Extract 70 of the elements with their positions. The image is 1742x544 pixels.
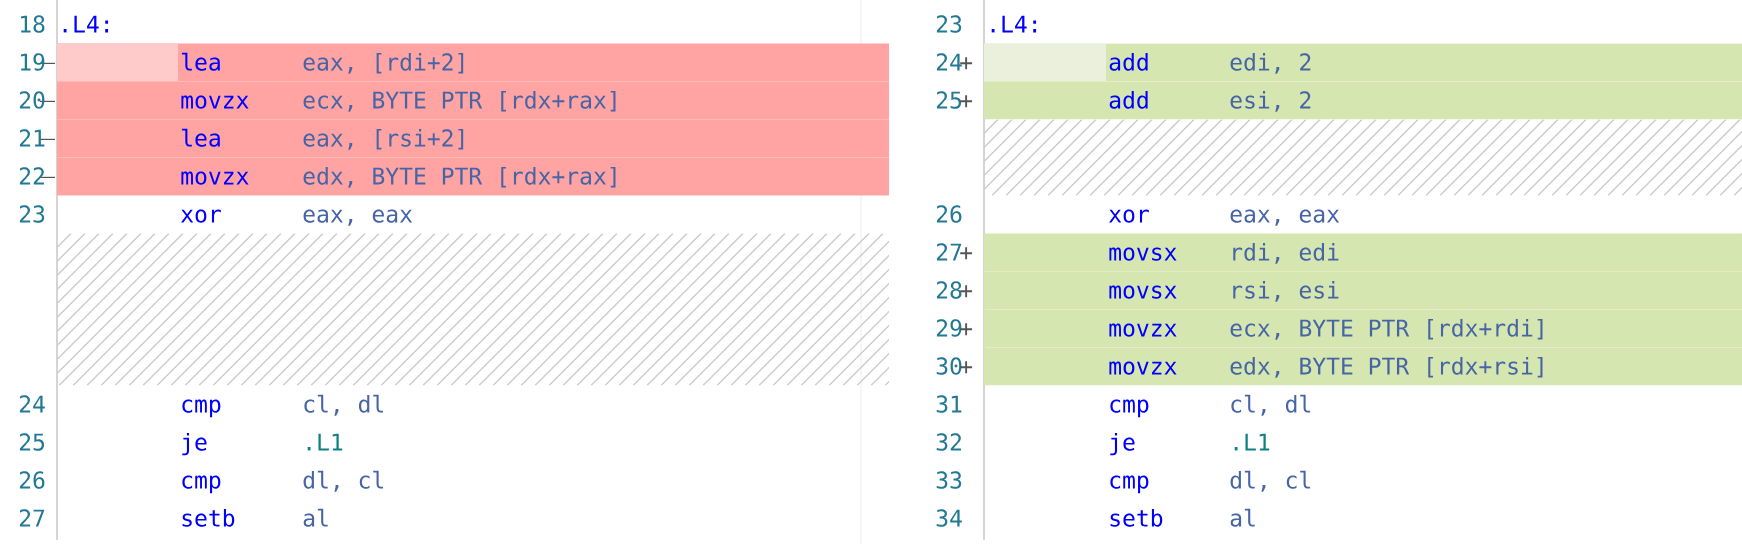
instruction-mnemonic: cmp — [1110, 475, 1149, 494]
instruction-operands: eax, [rsi+2] — [303, 128, 464, 150]
instruction-mnemonic: cmp — [182, 399, 221, 418]
jump-target: .L1 — [307, 433, 343, 451]
instruction-mnemonic: cmp — [1110, 399, 1149, 418]
instruction-operands: eax, [rdi+2] — [303, 52, 464, 74]
line-number: 24 — [936, 53, 962, 71]
line-number: 19 — [20, 53, 45, 71]
added-line-marker: + — [960, 285, 973, 298]
line-number: 25 — [936, 91, 962, 109]
instruction-mnemonic: xor — [181, 209, 221, 223]
instruction-mnemonic: movsx — [1109, 247, 1177, 261]
line-number: 26 — [936, 205, 962, 223]
line-number: 29 — [936, 319, 962, 337]
instruction-mnemonic: movzx — [1109, 323, 1177, 337]
line-number: 27 — [936, 243, 962, 261]
instruction-mnemonic: setb — [1110, 508, 1163, 527]
added-line-marker: + — [960, 247, 973, 260]
instruction-mnemonic: je — [182, 432, 207, 456]
instruction-operands: al — [1230, 508, 1255, 527]
line-number: 27 — [19, 509, 45, 527]
line-number: 24 — [19, 395, 45, 413]
instruction-operands: rsi, esi — [1233, 280, 1339, 302]
line-number: 25 — [19, 433, 45, 451]
line-number: 34 — [936, 509, 962, 527]
line-number: 28 — [936, 281, 962, 299]
added-line-marker: + — [960, 95, 973, 108]
line-number: 30 — [936, 357, 962, 375]
instruction-mnemonic: movzx — [181, 171, 249, 185]
instruction-operands: edx, BYTE PTR [rdx+rsi] — [1230, 356, 1543, 378]
jump-target: .L1 — [1234, 433, 1270, 451]
line-number: 23 — [936, 15, 962, 33]
instruction-mnemonic: add — [1109, 52, 1148, 71]
line-number: 22 — [19, 167, 44, 185]
instruction-mnemonic: cmp — [182, 475, 221, 494]
line-number: 26 — [19, 471, 45, 489]
instruction-mnemonic: lea — [182, 52, 220, 71]
instruction-operands: rdi, edi — [1233, 242, 1339, 264]
instruction-operands: cl, dl — [304, 394, 384, 416]
instruction-operands: cl, dl — [1231, 394, 1311, 416]
instruction-operands: dl, cl — [1230, 470, 1311, 492]
line-number: 23 — [19, 205, 45, 223]
line-number: 32 — [936, 433, 961, 451]
instruction-operands: eax, eax — [1230, 209, 1340, 226]
added-line-marker: + — [960, 323, 973, 336]
instruction-operands: ecx, BYTE PTR [rdx+rax] — [303, 90, 616, 112]
instruction-operands: al — [303, 508, 328, 527]
line-number: 33 — [936, 471, 962, 489]
line-number: 21 — [19, 129, 45, 147]
instruction-operands: edi, 2 — [1230, 52, 1311, 74]
line-number: 20 — [19, 91, 45, 109]
instruction-mnemonic: setb — [182, 508, 235, 527]
code-label: .L4: — [63, 15, 109, 33]
instruction-operands: edx, BYTE PTR [rdx+rax] — [303, 166, 616, 188]
instruction-operands: dl, cl — [303, 470, 384, 492]
instruction-mnemonic: movzx — [1109, 361, 1177, 375]
instruction-mnemonic: je — [1110, 432, 1135, 456]
code-label: .L4: — [991, 15, 1037, 33]
instruction-operands: ecx, BYTE PTR [rdx+rdi] — [1230, 318, 1543, 340]
instruction-mnemonic: add — [1109, 90, 1148, 109]
instruction-mnemonic: xor — [1109, 209, 1149, 223]
instruction-operands: eax, eax — [303, 209, 413, 226]
instruction-mnemonic: lea — [182, 128, 220, 147]
instruction-mnemonic: movsx — [1109, 285, 1177, 299]
instruction-mnemonic: movzx — [181, 95, 249, 109]
instruction-operands: esi, 2 — [1230, 90, 1311, 112]
line-number: 31 — [936, 395, 962, 413]
line-number: 18 — [20, 15, 45, 33]
added-line-marker: + — [960, 57, 973, 70]
added-line-marker: + — [960, 361, 973, 374]
